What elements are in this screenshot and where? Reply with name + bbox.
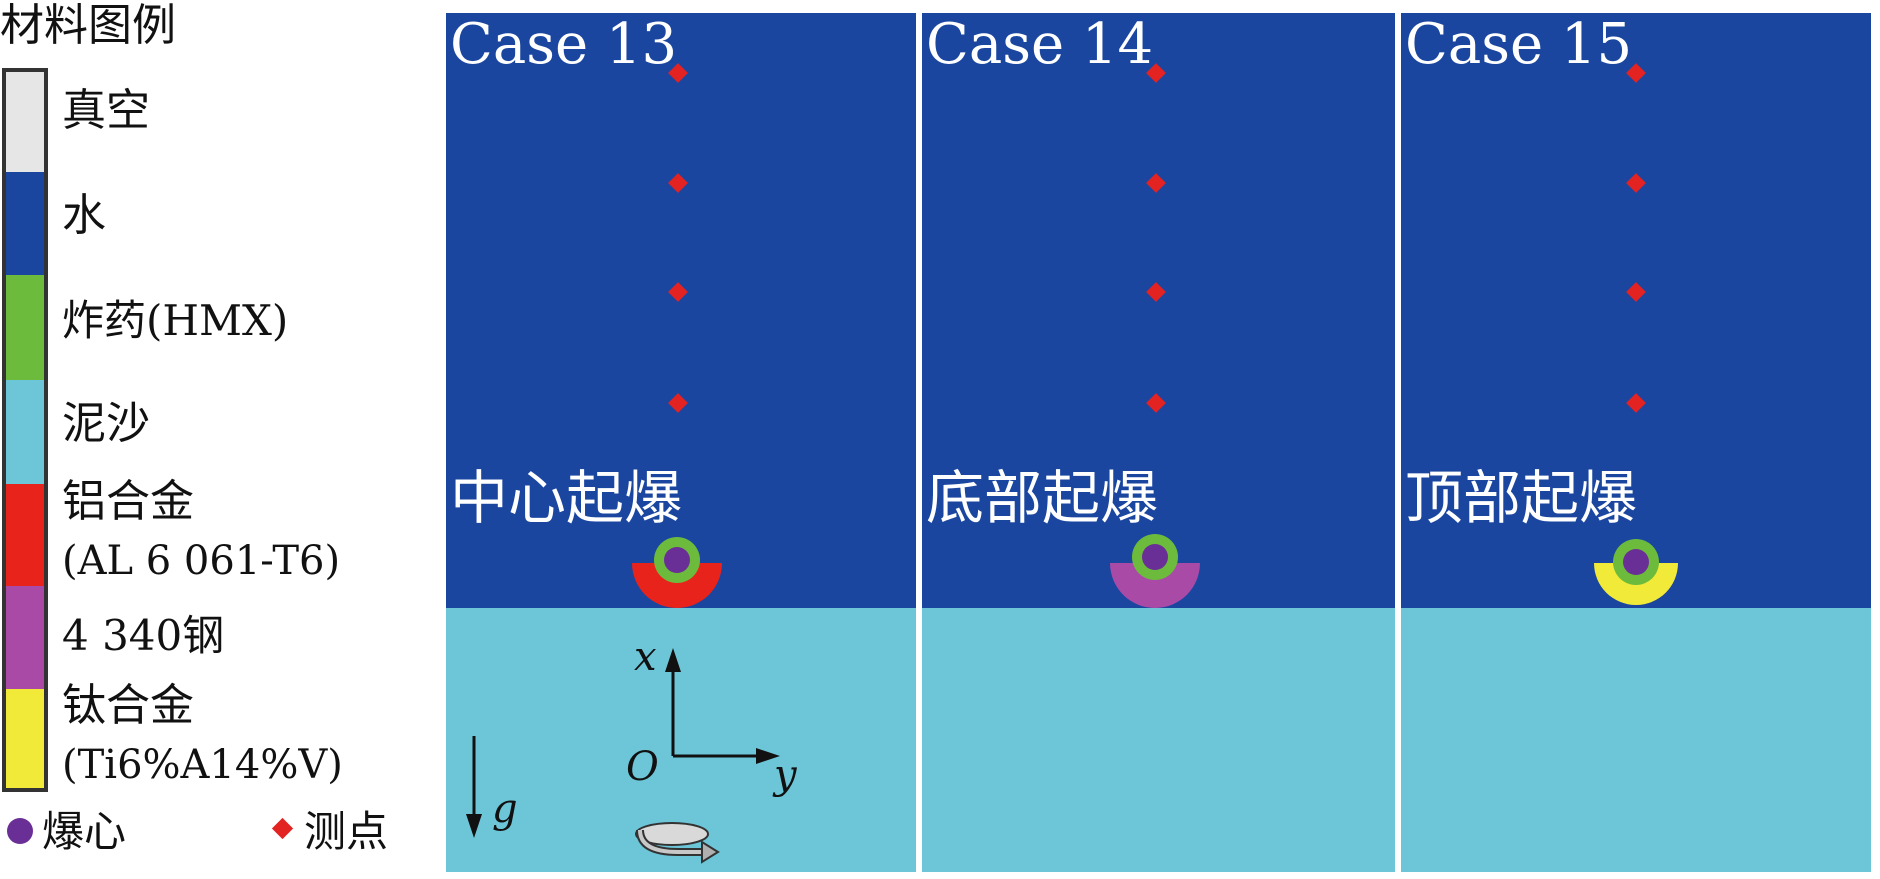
legend-label-hmx: 炸药(HMX) (62, 296, 288, 345)
burst-center-marker (7, 818, 33, 844)
legend-title: 材料图例 (0, 0, 176, 51)
initiation-label: 中心起爆 (450, 464, 682, 532)
legend-swatch-titanium (6, 689, 44, 788)
gauge-point (1146, 63, 1166, 83)
legend-label-vacuum: 真空 (62, 85, 150, 136)
legend-label-sediment: 泥沙 (62, 398, 150, 449)
burst-center (1623, 549, 1649, 575)
case-panel-15: Case 15 顶部起爆 (1401, 12, 1871, 872)
gauge-point (1626, 173, 1646, 193)
material-legend: 材料图例 真空 水 炸药(HMX) 泥沙 铝合金 (AL 6 061-T6) 4… (0, 0, 388, 856)
gauge-point (1626, 63, 1646, 83)
shell-half-disc (1110, 563, 1200, 608)
gravity-arrowhead (466, 814, 482, 838)
gauge-label: 测点 (304, 807, 388, 856)
gravity-indicator: g (466, 736, 518, 838)
gauge-point (668, 393, 688, 413)
gauge-point (1146, 173, 1166, 193)
legend-swatch-water (6, 172, 44, 275)
legend-swatch-vacuum (6, 72, 44, 172)
water-region (1401, 13, 1871, 608)
rotation-symmetry-icon (635, 822, 720, 864)
water-region (922, 13, 1395, 608)
gauge-marker (271, 817, 294, 840)
case-title: Case 15 (1405, 12, 1632, 77)
initiation-label: 底部起爆 (926, 464, 1158, 532)
gauge-point (668, 282, 688, 302)
legend-swatch-steel (6, 586, 44, 689)
legend-sublabel-aluminum: (AL 6 061-T6) (62, 538, 340, 584)
burst-center (1142, 544, 1168, 570)
gravity-label: g (492, 786, 518, 832)
legend-label-titanium: 钛合金 (62, 680, 194, 731)
rotation-arrowhead (701, 840, 720, 864)
gauge-point (1146, 282, 1166, 302)
y-axis-arrowhead (756, 748, 780, 764)
sediment-region (922, 608, 1395, 872)
y-axis-label: y (772, 752, 798, 798)
burst-center (664, 547, 690, 573)
legend-swatch-hmx (6, 275, 44, 380)
legend-swatch-sediment (6, 380, 44, 484)
rotation-arc-fill (638, 829, 704, 854)
legend-swatch-aluminum (6, 484, 44, 586)
legend-sublabel-titanium: (Ti6%A14%V) (62, 742, 343, 788)
origin-label: O (626, 744, 659, 790)
gauge-point (1146, 393, 1166, 413)
x-axis-label: x (634, 634, 657, 680)
water-region (446, 13, 916, 608)
coordinate-axes: x y O (626, 634, 798, 798)
legend-label-steel: 4 340钢 (62, 611, 224, 660)
gauge-point (1626, 393, 1646, 413)
case-title: Case 14 (926, 12, 1153, 77)
x-axis-arrowhead (665, 648, 681, 672)
case-panel-14: Case 14 底部起爆 (922, 12, 1395, 872)
rotation-ring (635, 822, 709, 846)
case-panel-13: Case 13 中心起爆 x y O g (446, 12, 916, 872)
shell-half-disc (632, 563, 722, 608)
case-title: Case 13 (450, 12, 677, 77)
gauge-point (1626, 282, 1646, 302)
legend-label-water: 水 (62, 190, 106, 241)
burst-center-label: 爆心 (42, 807, 126, 856)
legend-frame (2, 68, 48, 792)
sediment-region (1401, 608, 1871, 872)
initiation-label: 顶部起爆 (1405, 464, 1637, 532)
legend-label-aluminum: 铝合金 (62, 476, 194, 527)
